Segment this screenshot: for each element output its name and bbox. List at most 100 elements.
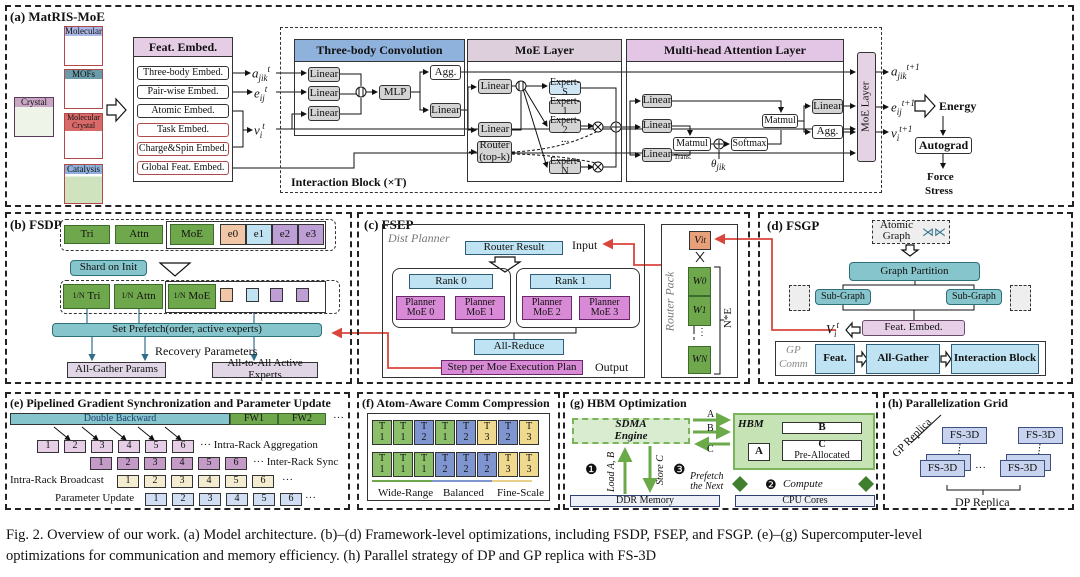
rank1: Rank 1 xyxy=(530,274,611,289)
graph-partition: Graph Partition xyxy=(849,262,980,281)
ddr-memory: DDR Memory xyxy=(570,495,720,507)
pipeline-step: 6 xyxy=(280,493,302,506)
input-v-label: vit xyxy=(254,121,265,140)
moe-layer-vertical: MoE Layer xyxy=(857,52,876,162)
linear-box: Linear xyxy=(812,99,843,114)
interaction-block xyxy=(280,27,882,193)
linear-box: Linear xyxy=(478,122,512,137)
expert-e1: e1 xyxy=(246,224,272,245)
graph-icon: ⋊⋉ xyxy=(922,225,946,239)
pipeline-step: 2 xyxy=(172,493,194,506)
panel-f-title: (f) Atom-Aware Comm Compression xyxy=(362,396,550,410)
dist-planner-box xyxy=(382,224,645,378)
compression-box xyxy=(367,413,550,501)
interaction-block-label: Interaction Block (×T) xyxy=(291,175,407,189)
fs3d-block: FS-3D xyxy=(1018,427,1063,444)
atomic-graph-box xyxy=(872,220,950,244)
fw2: FW2 xyxy=(278,413,326,425)
panel-b-title: (b) FSDP xyxy=(10,217,62,232)
three-body-conv-box xyxy=(294,39,465,136)
caption-line2: optimizations for communication and memo… xyxy=(6,548,657,564)
recovery-label: Recovery Parameters xyxy=(155,344,258,358)
linear-box: Linear xyxy=(308,67,340,82)
pipeline-step: 5 xyxy=(198,457,220,470)
dataset-label: Molecular Crystal xyxy=(65,113,102,131)
moe-layer-header: MoE Layer xyxy=(468,40,621,62)
feat-item: Task Embed. xyxy=(137,123,229,137)
router-pack-label: Router Pack xyxy=(662,271,677,332)
buffer-a: A xyxy=(748,443,770,461)
feat-item: Atomic Embed. xyxy=(137,104,229,118)
store-label: Store C xyxy=(655,455,666,485)
gp-comm-label: GP Comm xyxy=(779,344,808,371)
pipeline-step: 2 xyxy=(144,475,166,488)
pipeline-step: 2 xyxy=(117,457,139,470)
agg-box: Agg. xyxy=(430,65,461,80)
feat-item: Pair-wise Embed. xyxy=(137,85,229,99)
matmul-box: Matmul xyxy=(762,114,798,128)
ellipsis: ··· xyxy=(305,492,316,504)
router-topk-box: Router (top-k) xyxy=(477,140,512,163)
panel-d-title: (d) FSGP xyxy=(767,218,820,233)
pipeline-step: 6 xyxy=(172,440,194,453)
pipeline-step: 1 xyxy=(37,440,59,453)
panel-b xyxy=(5,212,352,384)
pipeline-step: 5 xyxy=(253,493,275,506)
linear-box: Linear xyxy=(308,86,340,101)
interaction-block-d: Interaction Block xyxy=(951,344,1039,374)
expert-shard xyxy=(246,288,259,302)
expert-s: Expert-S xyxy=(549,76,581,98)
expert-e0: e0 xyxy=(220,224,246,245)
input-label: Input xyxy=(572,238,598,252)
gp-comm-box xyxy=(775,341,1046,376)
feat-item: Charge&Spin Embed. xyxy=(137,142,229,156)
sdma-engine: SDMA Engine xyxy=(572,418,690,444)
all-reduce: All-Reduce xyxy=(474,339,564,355)
pipeline-step: 3 xyxy=(199,493,221,506)
all-gather-block: All-Gather xyxy=(866,344,940,374)
buffer-b: B xyxy=(782,421,862,434)
dataset-label: MOFs xyxy=(65,69,102,80)
panel-g-title: (g) HBM Optimization xyxy=(570,396,687,410)
fs3d-block: FS-3D xyxy=(942,427,987,444)
input-e-label: eijt xyxy=(254,84,268,103)
hbm-label: HBM xyxy=(738,418,764,430)
dataset-mofs: MOFs xyxy=(64,69,103,109)
row-label: ··· Intra-Rack Aggregation xyxy=(200,439,318,451)
pipeline-step: 6 xyxy=(225,457,247,470)
dataset-label: Molecular xyxy=(65,26,102,37)
sharded-tri: 1/N Tri xyxy=(63,284,110,309)
double-backward: Double Backward xyxy=(10,413,230,425)
rank0: Rank 0 xyxy=(409,274,493,289)
prefetch-label: Prefetch the Next xyxy=(690,471,724,492)
sharded-moe-group xyxy=(165,281,326,313)
planner-moe1: Planner MoE 1 xyxy=(455,296,505,320)
panel-h-title: (h) Parallelization Grid xyxy=(888,396,1008,410)
output-v-label: vit+1 xyxy=(891,124,913,143)
arrow-b-label: B xyxy=(707,423,714,434)
linear-box: Linear xyxy=(430,103,461,118)
ellipsis: ··· xyxy=(975,462,986,474)
pipeline-step: 1 xyxy=(90,457,112,470)
expert-shard xyxy=(296,288,309,302)
force-label: Force xyxy=(927,171,954,183)
set-prefetch: Set Prefetch(order, active experts) xyxy=(52,323,322,337)
v-label-d: Vit xyxy=(826,320,839,339)
expert-2: Expert-2 xyxy=(549,114,581,136)
step-execution-plan: Step per Moe Execution Plan xyxy=(441,360,583,375)
pipeline-step: 4 xyxy=(226,493,248,506)
caption-line1: Fig. 2. Overview of our work. (a) Model … xyxy=(6,527,923,543)
